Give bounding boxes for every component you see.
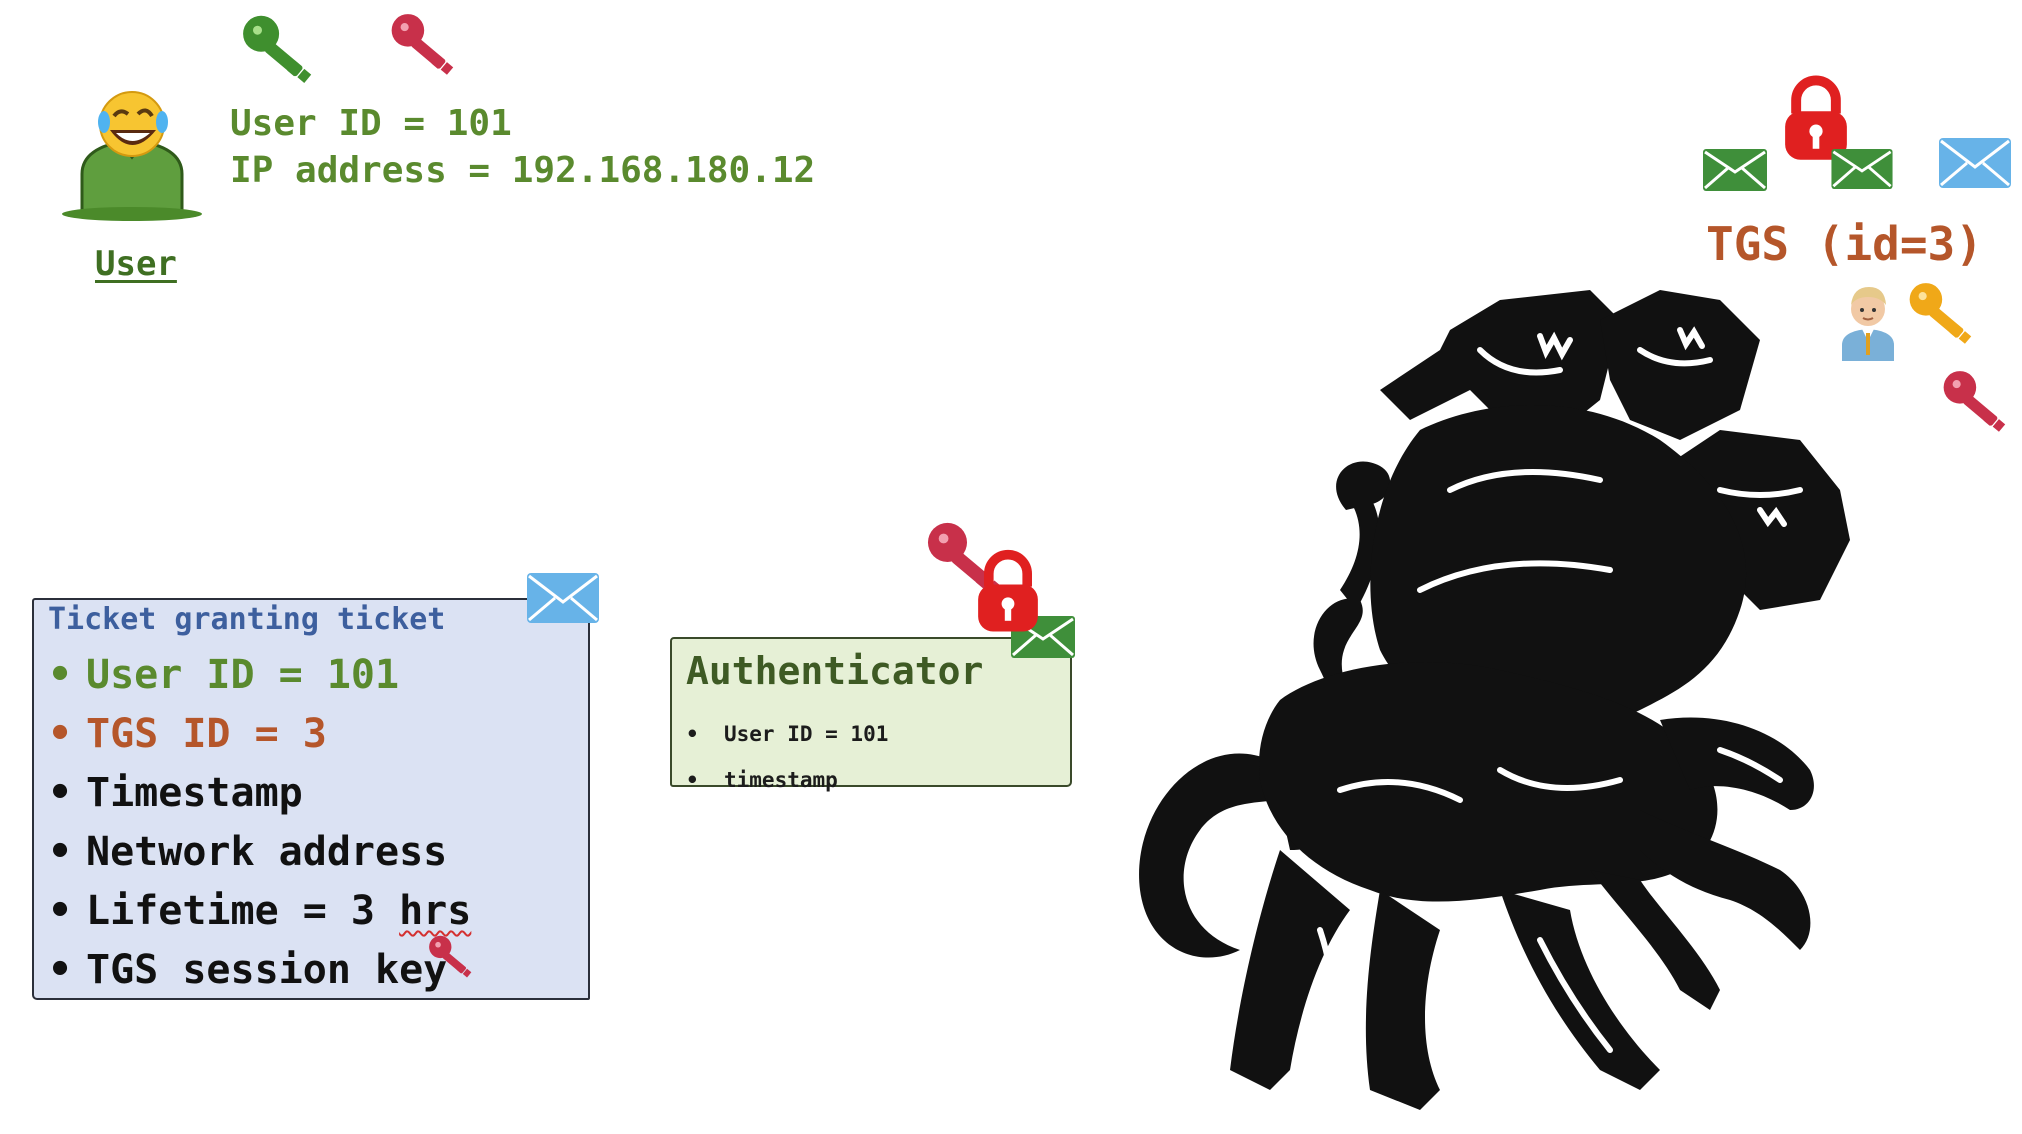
envelope-icon: [527, 573, 599, 623]
list-item: •User ID = 101: [686, 722, 889, 746]
tgt-title: Ticket granting ticket: [48, 602, 446, 637]
user-info: User ID = 101 IP address = 192.168.180.1…: [230, 100, 815, 194]
authenticator-title: Authenticator: [686, 649, 984, 693]
user-caption: User: [95, 244, 177, 284]
list-item: •Network address: [48, 829, 448, 875]
list-item: •TGS session key: [48, 947, 448, 993]
envelope-icon: [1703, 149, 1767, 191]
authenticator-list: •User ID = 101 •timestamp: [686, 711, 888, 803]
red-key-icon: [429, 935, 472, 978]
cerberus-illustration: [1139, 290, 1850, 1110]
authenticator-box: Authenticator •User ID = 101 •timestamp: [670, 637, 1072, 792]
lock-icon: [976, 550, 1040, 634]
laughing-user-icon: [62, 91, 202, 221]
green-key-icon: [243, 15, 312, 83]
list-item: •TGS ID = 3: [48, 711, 327, 757]
red-key-icon: [927, 522, 1002, 596]
person-icon: [1842, 287, 1894, 361]
tgt-list: •User ID = 101 •TGS ID = 3 •Timestamp •N…: [48, 646, 471, 1000]
user-id-line: User ID = 101: [230, 103, 512, 144]
red-key-icon: [1943, 371, 2006, 432]
envelope-icon: [1831, 148, 1893, 190]
envelope-icon: [1939, 138, 2011, 188]
ticket-granting-ticket-box: Ticket granting ticket •User ID = 101 •T…: [32, 598, 590, 1000]
ip-address-line: IP address = 192.168.180.12: [230, 150, 816, 191]
red-key-icon: [391, 14, 454, 75]
tgs-title: TGS (id=3): [1706, 217, 1983, 271]
gold-key-icon: [1909, 283, 1972, 344]
list-item: •Lifetime = 3 hrs: [48, 888, 472, 934]
list-item: •Timestamp: [48, 770, 303, 816]
list-item: •User ID = 101: [48, 652, 400, 698]
list-item: •timestamp: [686, 768, 838, 792]
